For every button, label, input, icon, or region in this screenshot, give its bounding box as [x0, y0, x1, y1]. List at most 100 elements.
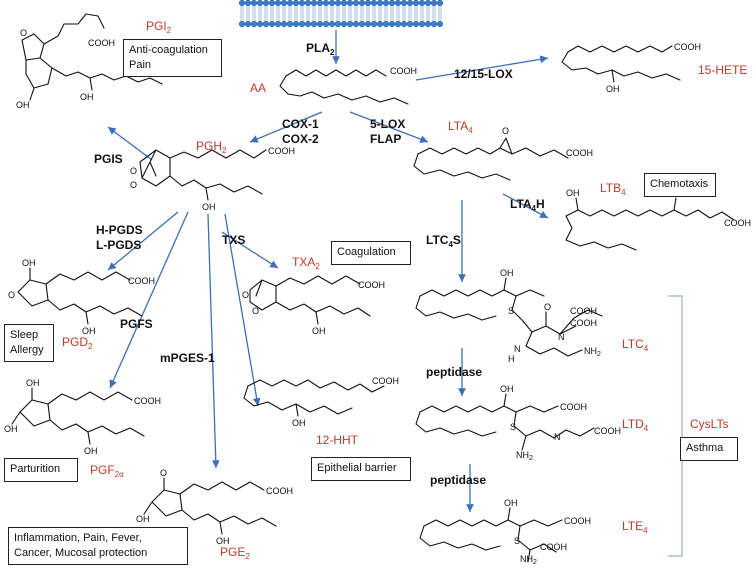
lipid-head — [382, 20, 390, 28]
box-coagulation: Coagulation — [331, 241, 411, 265]
enzyme-lta4h: LTA4H — [510, 197, 545, 213]
lipid-head — [430, 20, 438, 28]
enzyme-ltc4s: LTC4S — [426, 233, 461, 249]
enzyme-mpges-1: mPGES-1 — [160, 351, 215, 365]
pgd2-oh1-label: OH — [22, 258, 36, 268]
epithelial-barrier-text: Epithelial barrier — [317, 462, 397, 474]
pgh2-structure — [139, 149, 267, 201]
arrow-pgi2 — [107, 126, 153, 161]
metabolite-pgf2a: PGF2α — [90, 463, 124, 479]
lte4-nh2-label: NH2 — [520, 554, 537, 566]
pgd2-cooh-label: COOH — [128, 276, 155, 286]
lipid-tail — [312, 6, 316, 21]
ltc4-structure — [415, 277, 603, 357]
lipid-tail — [294, 6, 298, 21]
lipid-head — [310, 0, 318, 7]
ltd4-s-label: S — [510, 422, 516, 432]
lipid-tail — [318, 6, 322, 21]
lipid-head — [238, 20, 246, 28]
lipid-head — [238, 0, 246, 7]
ltd4-oh-label: OH — [500, 384, 514, 394]
lipid-tail — [276, 6, 280, 21]
lipid-head — [424, 20, 432, 28]
lipid-tail — [336, 6, 340, 21]
lipid-head — [280, 0, 288, 7]
allergy-text: Allergy — [10, 344, 44, 356]
lipid-head — [370, 0, 378, 7]
enzyme-pgfs: PGFS — [120, 317, 153, 331]
lipid-tail — [426, 6, 430, 21]
lipid-tail — [354, 6, 358, 21]
lipid-head — [376, 0, 384, 7]
lipid-head — [346, 20, 354, 28]
ltb4-cooh-label: COOH — [724, 218, 751, 228]
arrow-pgh2 — [249, 111, 323, 143]
lipid-tail — [282, 6, 286, 21]
txa2-oh-label: OH — [312, 326, 326, 336]
lipid-head — [400, 20, 408, 28]
aa-structure — [279, 69, 409, 105]
hht-cooh-label: COOH — [372, 376, 399, 386]
lipid-head — [268, 20, 276, 28]
lipid-head — [352, 0, 360, 7]
metabolite-aa: AA — [250, 81, 266, 95]
lipid-tail — [330, 6, 334, 21]
lipid-head — [262, 0, 270, 7]
lipid-head — [298, 0, 306, 7]
lipid-tail — [384, 6, 388, 21]
arrow-15hete — [415, 55, 549, 81]
membrane-bilayer — [238, 0, 444, 28]
txa2-cooh-label: COOH — [358, 280, 385, 290]
lipid-head — [250, 0, 258, 7]
enzyme-txs: TXS — [222, 233, 245, 247]
aa-cooh-label: COOH — [390, 66, 417, 76]
lipid-tail — [420, 6, 424, 21]
lipid-head — [370, 20, 378, 28]
box-chemotaxis: Chemotaxis — [644, 173, 716, 197]
enzyme-cox-2: COX-2 — [282, 132, 319, 146]
box-epithelial-barrier: Epithelial barrier — [311, 457, 411, 481]
enzyme-cox-1: COX-1 — [282, 117, 319, 131]
lipid-head — [250, 20, 258, 28]
ltc4-n1-label: N — [558, 332, 565, 342]
ltd4-n-label: N — [554, 432, 561, 442]
lipid-head — [298, 20, 306, 28]
arrow-pgf2a — [109, 211, 189, 389]
lipid-head — [274, 0, 282, 7]
enzyme-l-pgds: L-PGDS — [96, 238, 141, 252]
ltd4-nh2-label: NH2 — [516, 450, 533, 462]
pgf2a-structure — [11, 387, 145, 445]
pgf2a-cooh-label: COOH — [134, 396, 161, 406]
lipid-head — [424, 0, 432, 7]
pgh2-cooh-label: COOH — [268, 146, 295, 156]
12-hht-structure — [243, 379, 385, 417]
txa2-structure — [249, 275, 371, 325]
ltc4-n2-label: N — [514, 344, 521, 354]
lte4-cooh1-label: COOH — [564, 516, 591, 526]
lipid-head — [262, 20, 270, 28]
box-sleep-allergy: Sleep Allergy — [4, 324, 54, 362]
pge2-function-line-2: Cancer, Mucosal protection — [14, 547, 148, 559]
ltc4-oh-label: OH — [500, 268, 514, 278]
metabolite-lte4: LTE4 — [622, 519, 648, 535]
lipid-head — [280, 20, 288, 28]
lipid-tail — [402, 6, 406, 21]
lipid-head — [334, 20, 342, 28]
ltd4-cooh2-label: COOH — [594, 426, 621, 436]
metabolite-pgh2: PGH2 — [196, 139, 227, 155]
lipid-tail — [378, 6, 382, 21]
enzyme-labels: PLA2 12/15-LOX COX-1 COX-2 5-LOX FLAP PG… — [94, 41, 545, 487]
lipid-head — [388, 0, 396, 7]
pgh2-oh-label: OH — [202, 202, 216, 212]
pgd2-oh2-label: OH — [82, 326, 96, 336]
metabolite-12-hht: 12-HHT — [316, 433, 359, 447]
arrow-lta4 — [349, 111, 429, 143]
metabolite-ltb4: LTB4 — [600, 181, 626, 197]
parturition-text: Parturition — [10, 463, 61, 475]
lipid-tail — [240, 6, 244, 21]
pgh2-o2-label: O — [130, 180, 137, 190]
ltc4-cooh2-label: COOH — [570, 318, 597, 328]
pgi2-function-line-1: Anti-coagulation — [129, 44, 208, 56]
lipid-head — [376, 20, 384, 28]
ltc4-h-label: H — [508, 354, 515, 364]
